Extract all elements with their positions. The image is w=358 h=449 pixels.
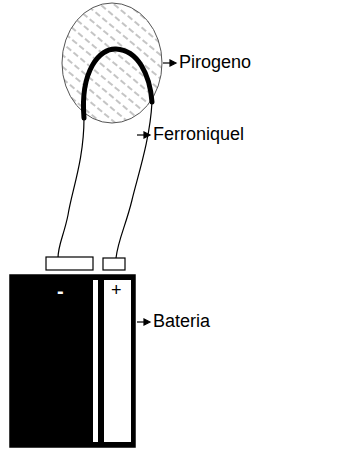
right-wire <box>116 102 152 258</box>
terminal-sign: - <box>57 280 64 302</box>
positive-terminal <box>103 258 125 270</box>
battery-panel <box>104 280 131 442</box>
negative-terminal <box>46 257 93 270</box>
battery-body <box>10 275 135 447</box>
heating-loop <box>83 49 152 118</box>
pointer-arrows <box>137 60 176 325</box>
part-label: Bateria <box>153 312 210 332</box>
part-label: Pirogeno <box>179 53 251 73</box>
left-wire <box>58 118 84 258</box>
pyrogen-ellipse <box>62 3 162 123</box>
part-label: Ferroniquel <box>153 125 244 145</box>
battery-stripe <box>93 280 98 442</box>
terminal-sign: + <box>111 281 122 301</box>
